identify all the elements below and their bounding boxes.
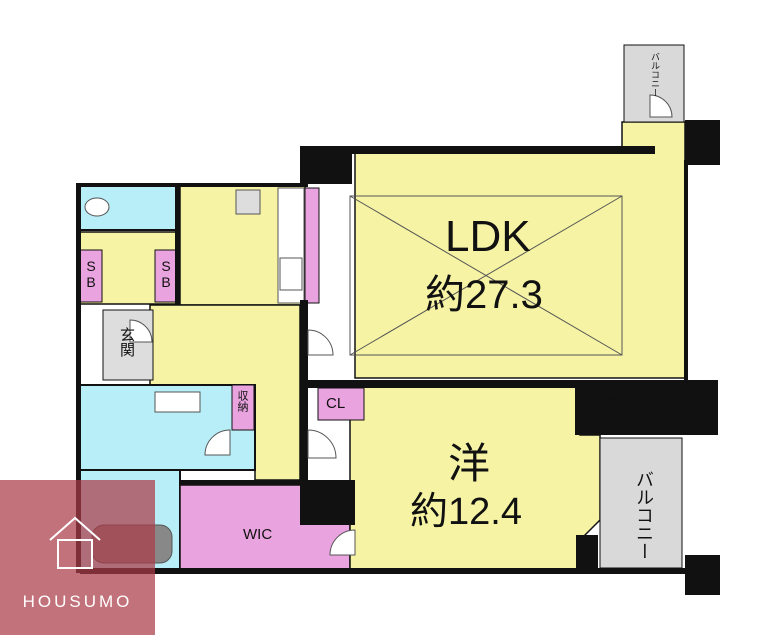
cl-left-name: CL [326,395,346,412]
wash-basin [154,391,201,413]
wall [680,380,718,435]
door-swing [129,319,153,343]
stove [235,189,261,215]
cl-left-box [317,387,365,421]
kitchen-side [304,187,320,304]
wall [300,380,670,388]
door-swing [329,529,356,556]
western-name: 洋 [448,439,491,488]
balcony-right-name: バルコニー [633,470,654,560]
wall [76,183,81,573]
door-swing [307,429,337,459]
wall [684,160,688,380]
door-swing [204,429,231,456]
entrance-floor [102,309,154,381]
sb-right-name: SB [158,258,174,290]
wall [685,555,720,595]
sb-left-name: SB [83,258,99,290]
wall [78,183,308,187]
toilet-bowl [84,197,110,217]
balcony-right-floor [599,437,683,569]
door-swing [307,329,334,356]
ldk-name: LDK [445,212,531,261]
wic-name: WIC [243,526,273,543]
wall [300,300,308,490]
balcony-top-name: バルコニー [649,52,659,97]
wall [685,120,720,165]
wall [300,146,655,154]
wall [300,146,352,184]
wall [175,183,180,305]
watermark-brand: HOUSUMO [22,592,133,611]
watermark-logo [0,480,155,635]
door-swing [649,94,673,118]
ldk-ceiling-outline [349,195,623,356]
wall [575,380,680,435]
sink [279,257,303,291]
ldk-ceiling-line [349,195,623,356]
house-icon [49,516,101,569]
wall [300,480,355,525]
wall [180,480,305,485]
wall [80,568,690,574]
western-size: 約12.4 [410,491,522,533]
wall [576,535,598,570]
storage-name: 収納 [236,390,249,412]
storage-box [231,384,255,431]
ldk-size: 約27.3 [425,273,543,317]
cl-right-name: CL [606,395,626,412]
entrance-name: 玄関 [118,327,136,357]
